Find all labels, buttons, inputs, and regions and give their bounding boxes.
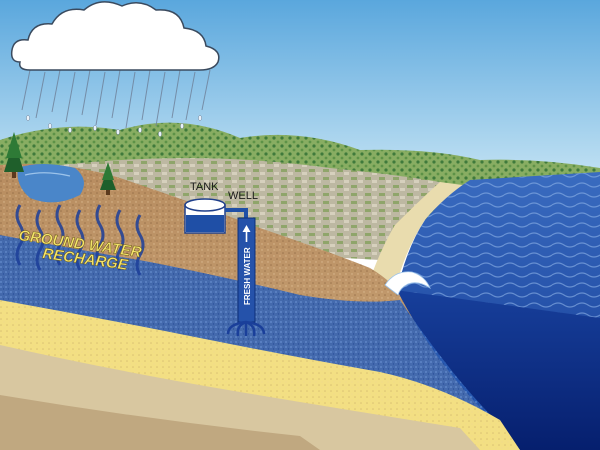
- water-tank: [184, 198, 226, 234]
- rain-cloud-icon: [10, 1, 220, 71]
- deep-bedrock: [0, 395, 320, 450]
- deep-ocean: [395, 290, 600, 450]
- up-arrow-icon: [242, 225, 251, 242]
- breaking-wave-icon: [384, 271, 431, 296]
- rain: [21, 69, 211, 129]
- well-label: WELL: [228, 190, 258, 202]
- recharge-flow-lines: [15, 204, 145, 276]
- beach: [368, 182, 470, 290]
- tank-label: TANK: [190, 181, 219, 193]
- fresh-water-label: FRESH WATER: [243, 247, 252, 305]
- well-intake: [226, 320, 266, 337]
- raindrops: [26, 115, 202, 137]
- farmland: [60, 158, 440, 260]
- pine-tree-icon: [100, 162, 116, 195]
- pine-tree-icon: [4, 132, 24, 178]
